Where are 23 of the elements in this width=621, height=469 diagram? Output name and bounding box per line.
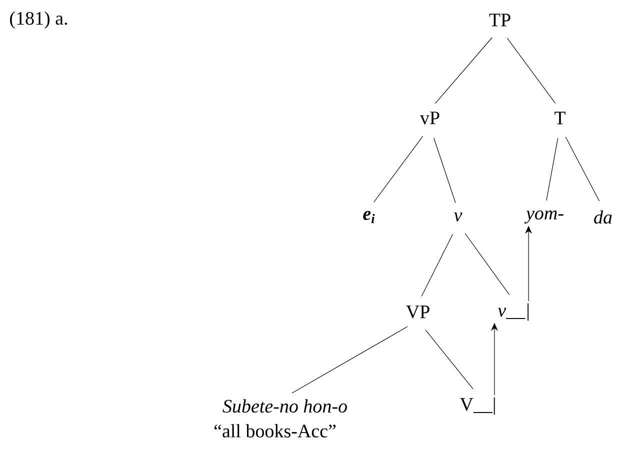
branch-line xyxy=(434,138,456,204)
head-label: T xyxy=(554,112,566,124)
gloss-text: “all books-Acc” xyxy=(214,424,336,438)
head-label: V__| xyxy=(460,397,495,415)
phrase-label: VP xyxy=(406,306,430,318)
head-label: v xyxy=(454,212,462,222)
trace-label: e$_{i}$ xyxy=(363,210,375,224)
branch-line xyxy=(506,38,556,104)
phrase-label: TP xyxy=(489,14,510,26)
word-label: da xyxy=(594,210,612,224)
branch-line xyxy=(464,233,510,295)
branch-line xyxy=(565,136,600,202)
branch-line xyxy=(425,330,474,390)
word-label: yom- xyxy=(524,210,564,224)
phrase-label: vP xyxy=(420,112,440,124)
branch-line xyxy=(546,138,558,201)
head-label: v__| xyxy=(498,303,529,321)
example-number: (181) a. xyxy=(10,11,68,29)
branch-line xyxy=(373,136,424,203)
branch-line xyxy=(292,326,408,394)
branch-line xyxy=(421,234,453,297)
word-label: Subete-no hon-o xyxy=(222,399,347,413)
branch-line xyxy=(434,37,492,104)
